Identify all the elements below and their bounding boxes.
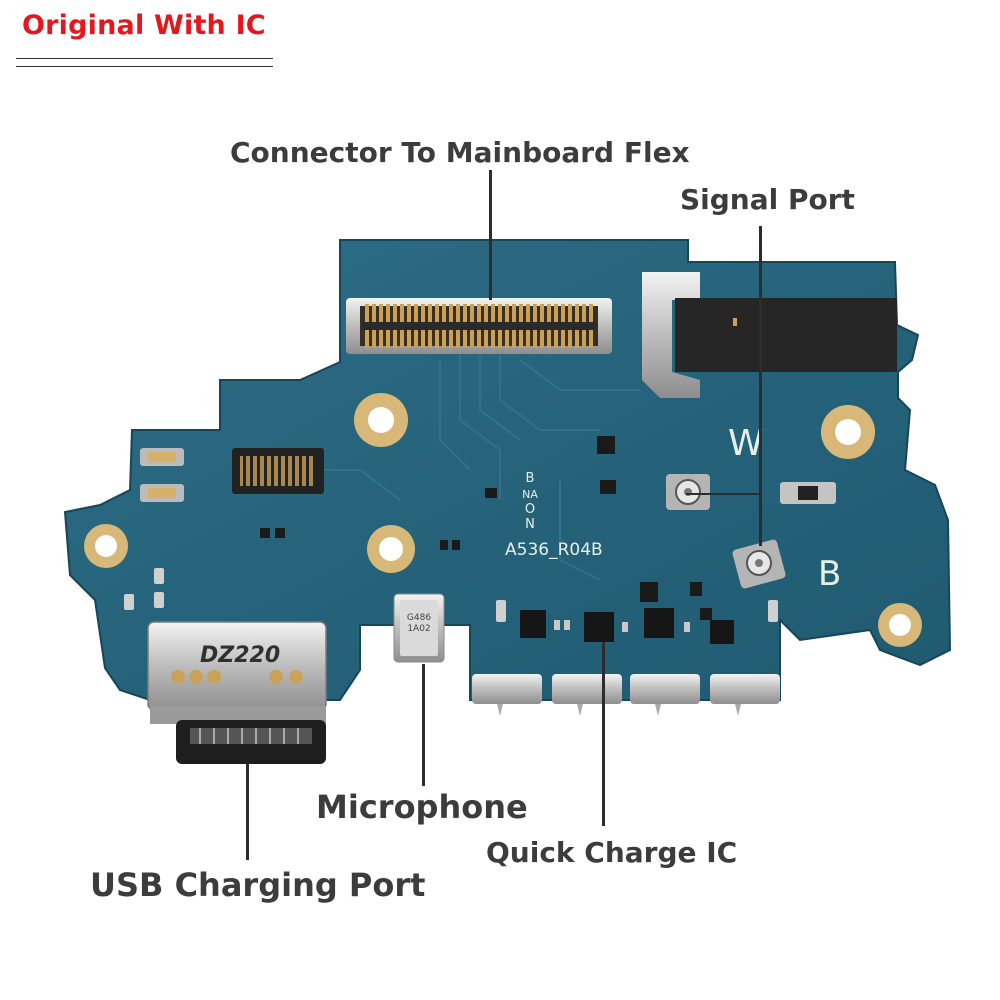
quick-charge-label: Quick Charge IC [486,836,738,869]
microphone-component [393,593,445,663]
quick-charge-ics [520,608,734,644]
shield-block [642,272,897,398]
mic-code-1: G486 [407,613,431,623]
w-marking: W [728,423,764,464]
vertical-code-3: O [525,502,535,517]
connector-label: Connector To Mainboard Flex [230,136,690,169]
banner-underline-2 [16,66,273,67]
vertical-code-1: B [526,471,535,486]
smd-components [260,436,712,620]
signal-callout-line [759,226,762,546]
quick-charge-callout-line [602,642,605,826]
connector-callout-line [489,170,492,300]
usb-port-label: USB Charging Port [90,866,426,904]
mic-code-2: 1A02 [407,624,430,634]
small-connector [140,448,324,502]
model-marking: A536_R04B [505,540,603,560]
microphone-callout-line [422,664,425,786]
banner-title: Original With IC [22,10,266,41]
mainboard-connector [346,298,612,354]
vertical-code-4: N [525,517,535,532]
port-code-marking: DZ220 [200,643,280,668]
microphone-label: Microphone [316,788,528,826]
signal-callout-branch [686,493,760,495]
vertical-code-2: NA [522,488,538,501]
antenna-connectors [666,474,836,589]
usb-callout-line [246,764,249,860]
b-marking: B [818,554,841,594]
usb-c-port [147,621,327,764]
banner-underline [16,58,273,59]
signal-port-label: Signal Port [680,183,855,216]
mount-holes [84,393,922,647]
